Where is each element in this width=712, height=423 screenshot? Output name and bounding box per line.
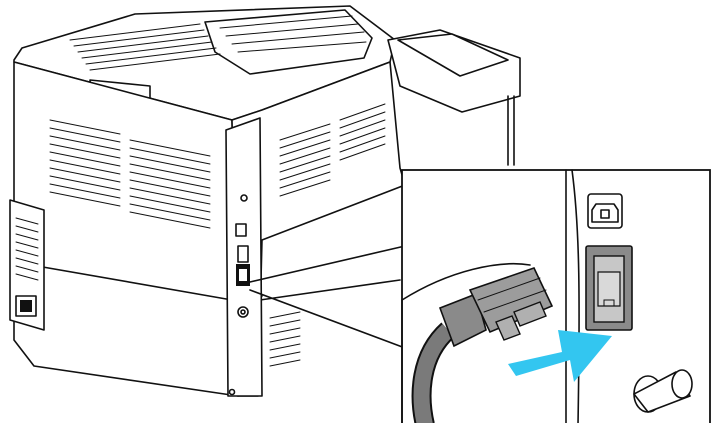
zoom-inset (401, 169, 711, 423)
ethernet-port-icon (585, 245, 633, 331)
stacker-unit (387, 29, 521, 166)
top-vents (69, 23, 221, 71)
rear-panel (13, 61, 239, 397)
mounting-peg-icon (633, 369, 693, 413)
callout-leader (249, 245, 406, 349)
printer-icon (9, 5, 521, 397)
power-inlet-icon (9, 199, 45, 331)
rear-vents (49, 119, 211, 229)
usb-port-icon (587, 193, 623, 229)
rear-port-cluster (225, 117, 263, 397)
side-vents (269, 103, 386, 367)
ethernet-cable-icon (411, 267, 554, 423)
insert-arrow-icon (508, 330, 612, 382)
output-tray (204, 9, 373, 75)
